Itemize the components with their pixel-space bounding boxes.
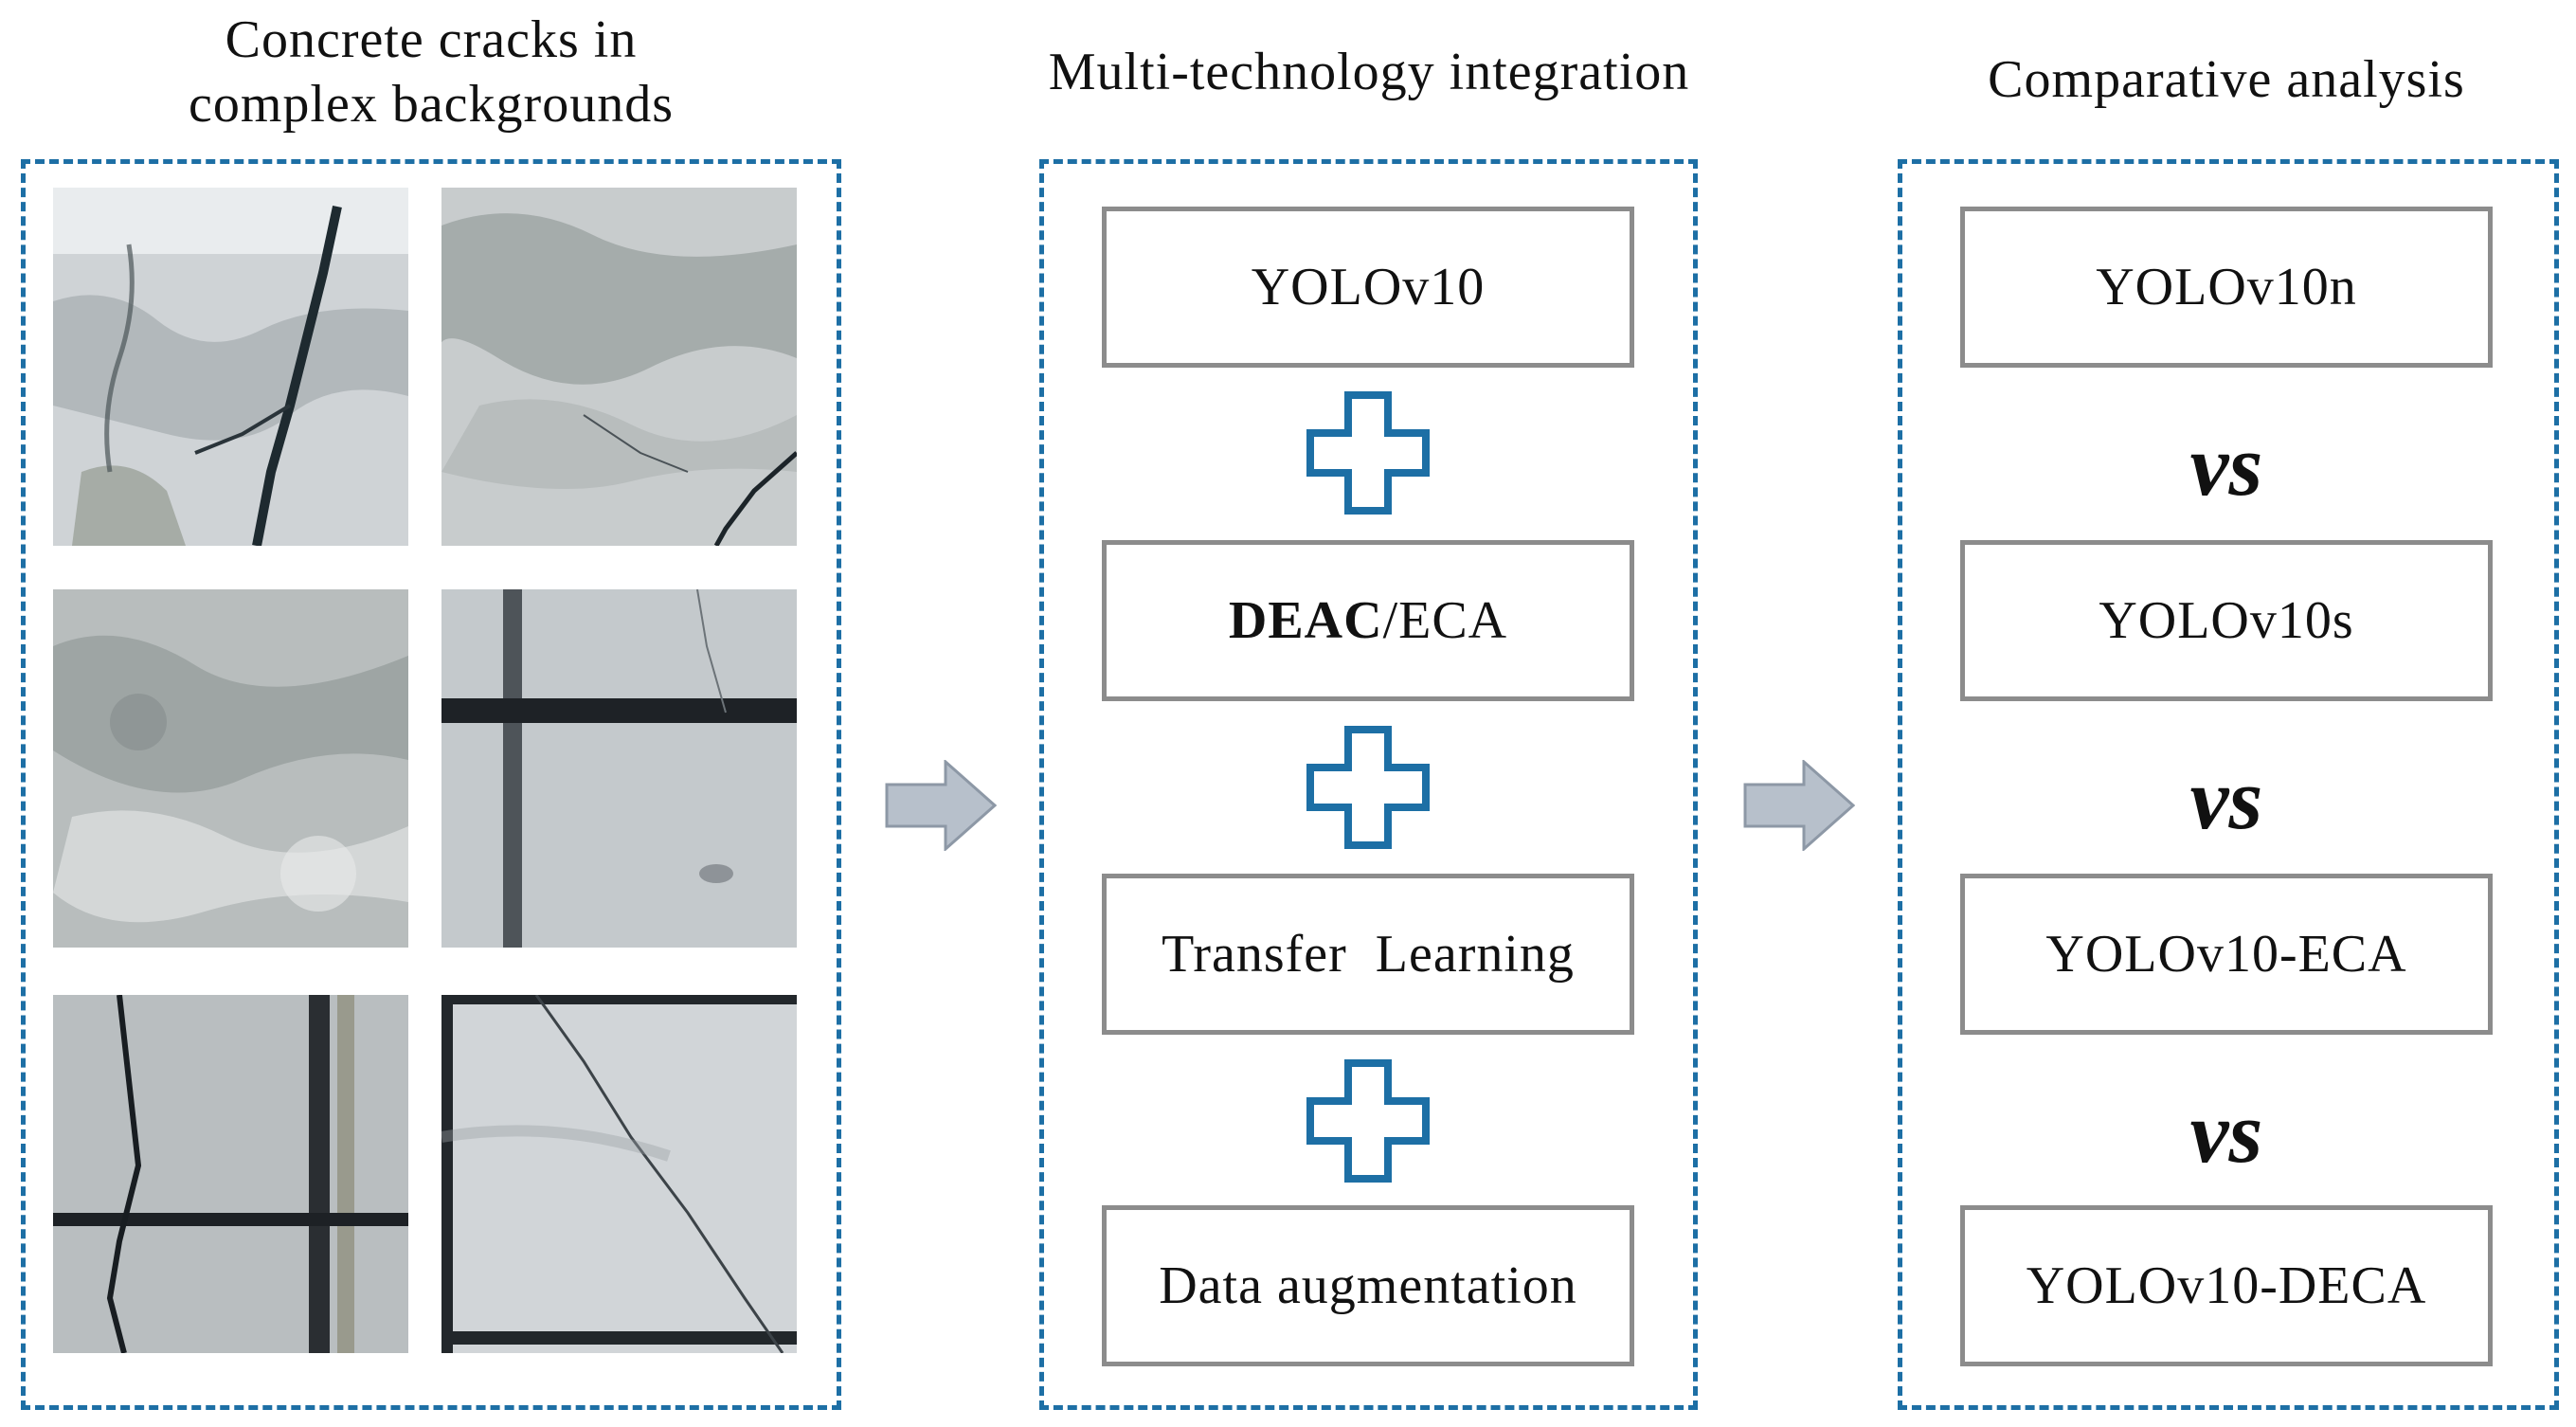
yolov10-box: YOLOv10 (1102, 207, 1634, 368)
vs-label: vs (2189, 750, 2263, 847)
data-augmentation-box: Data augmentation (1102, 1205, 1634, 1366)
crack-photo-6 (441, 995, 797, 1353)
left-column-title: Concrete cracks in complex backgrounds (95, 8, 767, 137)
right-column-title: Comparative analysis (1988, 50, 2465, 109)
eca-label: /ECA (1382, 591, 1508, 650)
deac-eca-box: DEAC/ECA (1102, 540, 1634, 701)
middle-column-title: Multi-technology integration (1048, 43, 1690, 101)
right-arrow-icon (1743, 760, 1855, 851)
model-box-yolov10s: YOLOv10s (1960, 540, 2493, 701)
vs-label: vs (2189, 417, 2263, 514)
model-box-yolov10n: YOLOv10n (1960, 207, 2493, 368)
model-box-yolov10-eca: YOLOv10-ECA (1960, 874, 2493, 1035)
crack-photo-1 (53, 188, 408, 546)
vs-label: vs (2189, 1084, 2263, 1181)
plus-icon (1306, 1059, 1430, 1183)
crack-photo-5 (53, 995, 408, 1353)
integration-panel (1039, 159, 1698, 1410)
right-arrow-icon (885, 760, 997, 851)
crack-images-panel (21, 159, 841, 1410)
crack-photo-4 (441, 589, 797, 948)
transfer-learning-box: Transfer Learning (1102, 874, 1634, 1035)
plus-icon (1306, 726, 1430, 849)
comparison-panel (1898, 159, 2559, 1410)
crack-photo-2 (441, 188, 797, 546)
crack-photo-3 (53, 589, 408, 948)
plus-icon (1306, 391, 1430, 515)
deac-label: DEAC (1228, 591, 1383, 650)
left-title-line2: complex backgrounds (189, 75, 674, 135)
left-title-line1: Concrete cracks in (225, 10, 638, 69)
model-box-yolov10-deca: YOLOv10-DECA (1960, 1205, 2493, 1366)
